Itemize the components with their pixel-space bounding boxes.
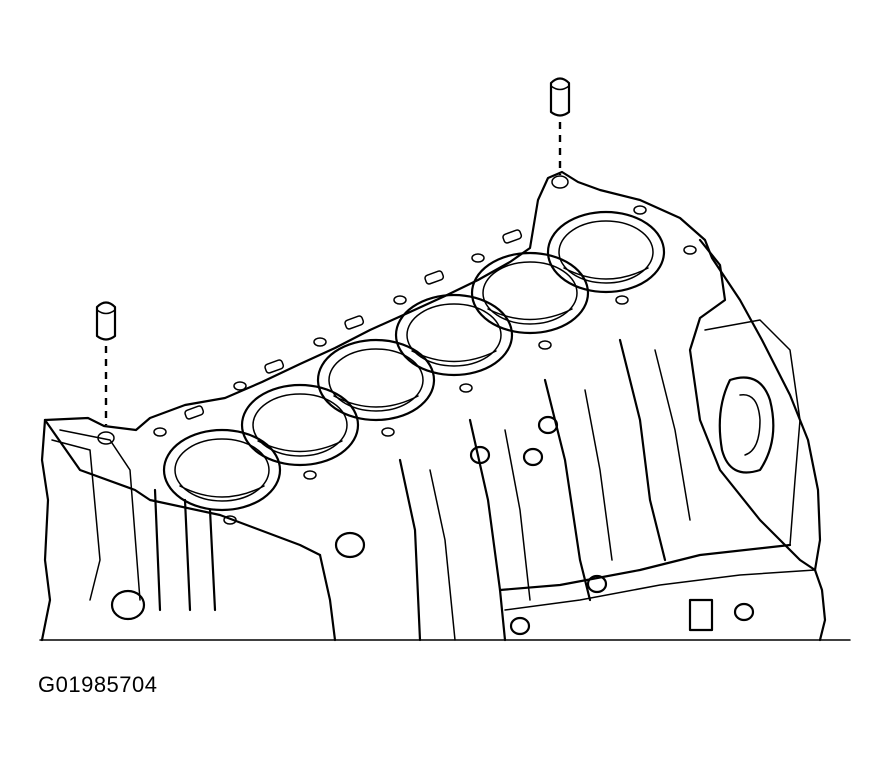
cylinder-bore-2 <box>240 383 360 467</box>
cylinder-bore-1 <box>162 428 282 512</box>
dowel-pin-right <box>549 77 571 175</box>
dowel-pin-left <box>95 301 117 425</box>
deck-holes <box>97 175 697 525</box>
cylinder-bore-3 <box>316 338 436 422</box>
cylinder-block-deck <box>40 170 827 642</box>
block-side-ribs <box>39 338 851 642</box>
figure-id-label: G01985704 <box>38 672 158 697</box>
cylinder-bore-5 <box>470 251 590 335</box>
cylinder-bore-6 <box>546 210 666 294</box>
cylinder-bore-4 <box>394 293 514 377</box>
